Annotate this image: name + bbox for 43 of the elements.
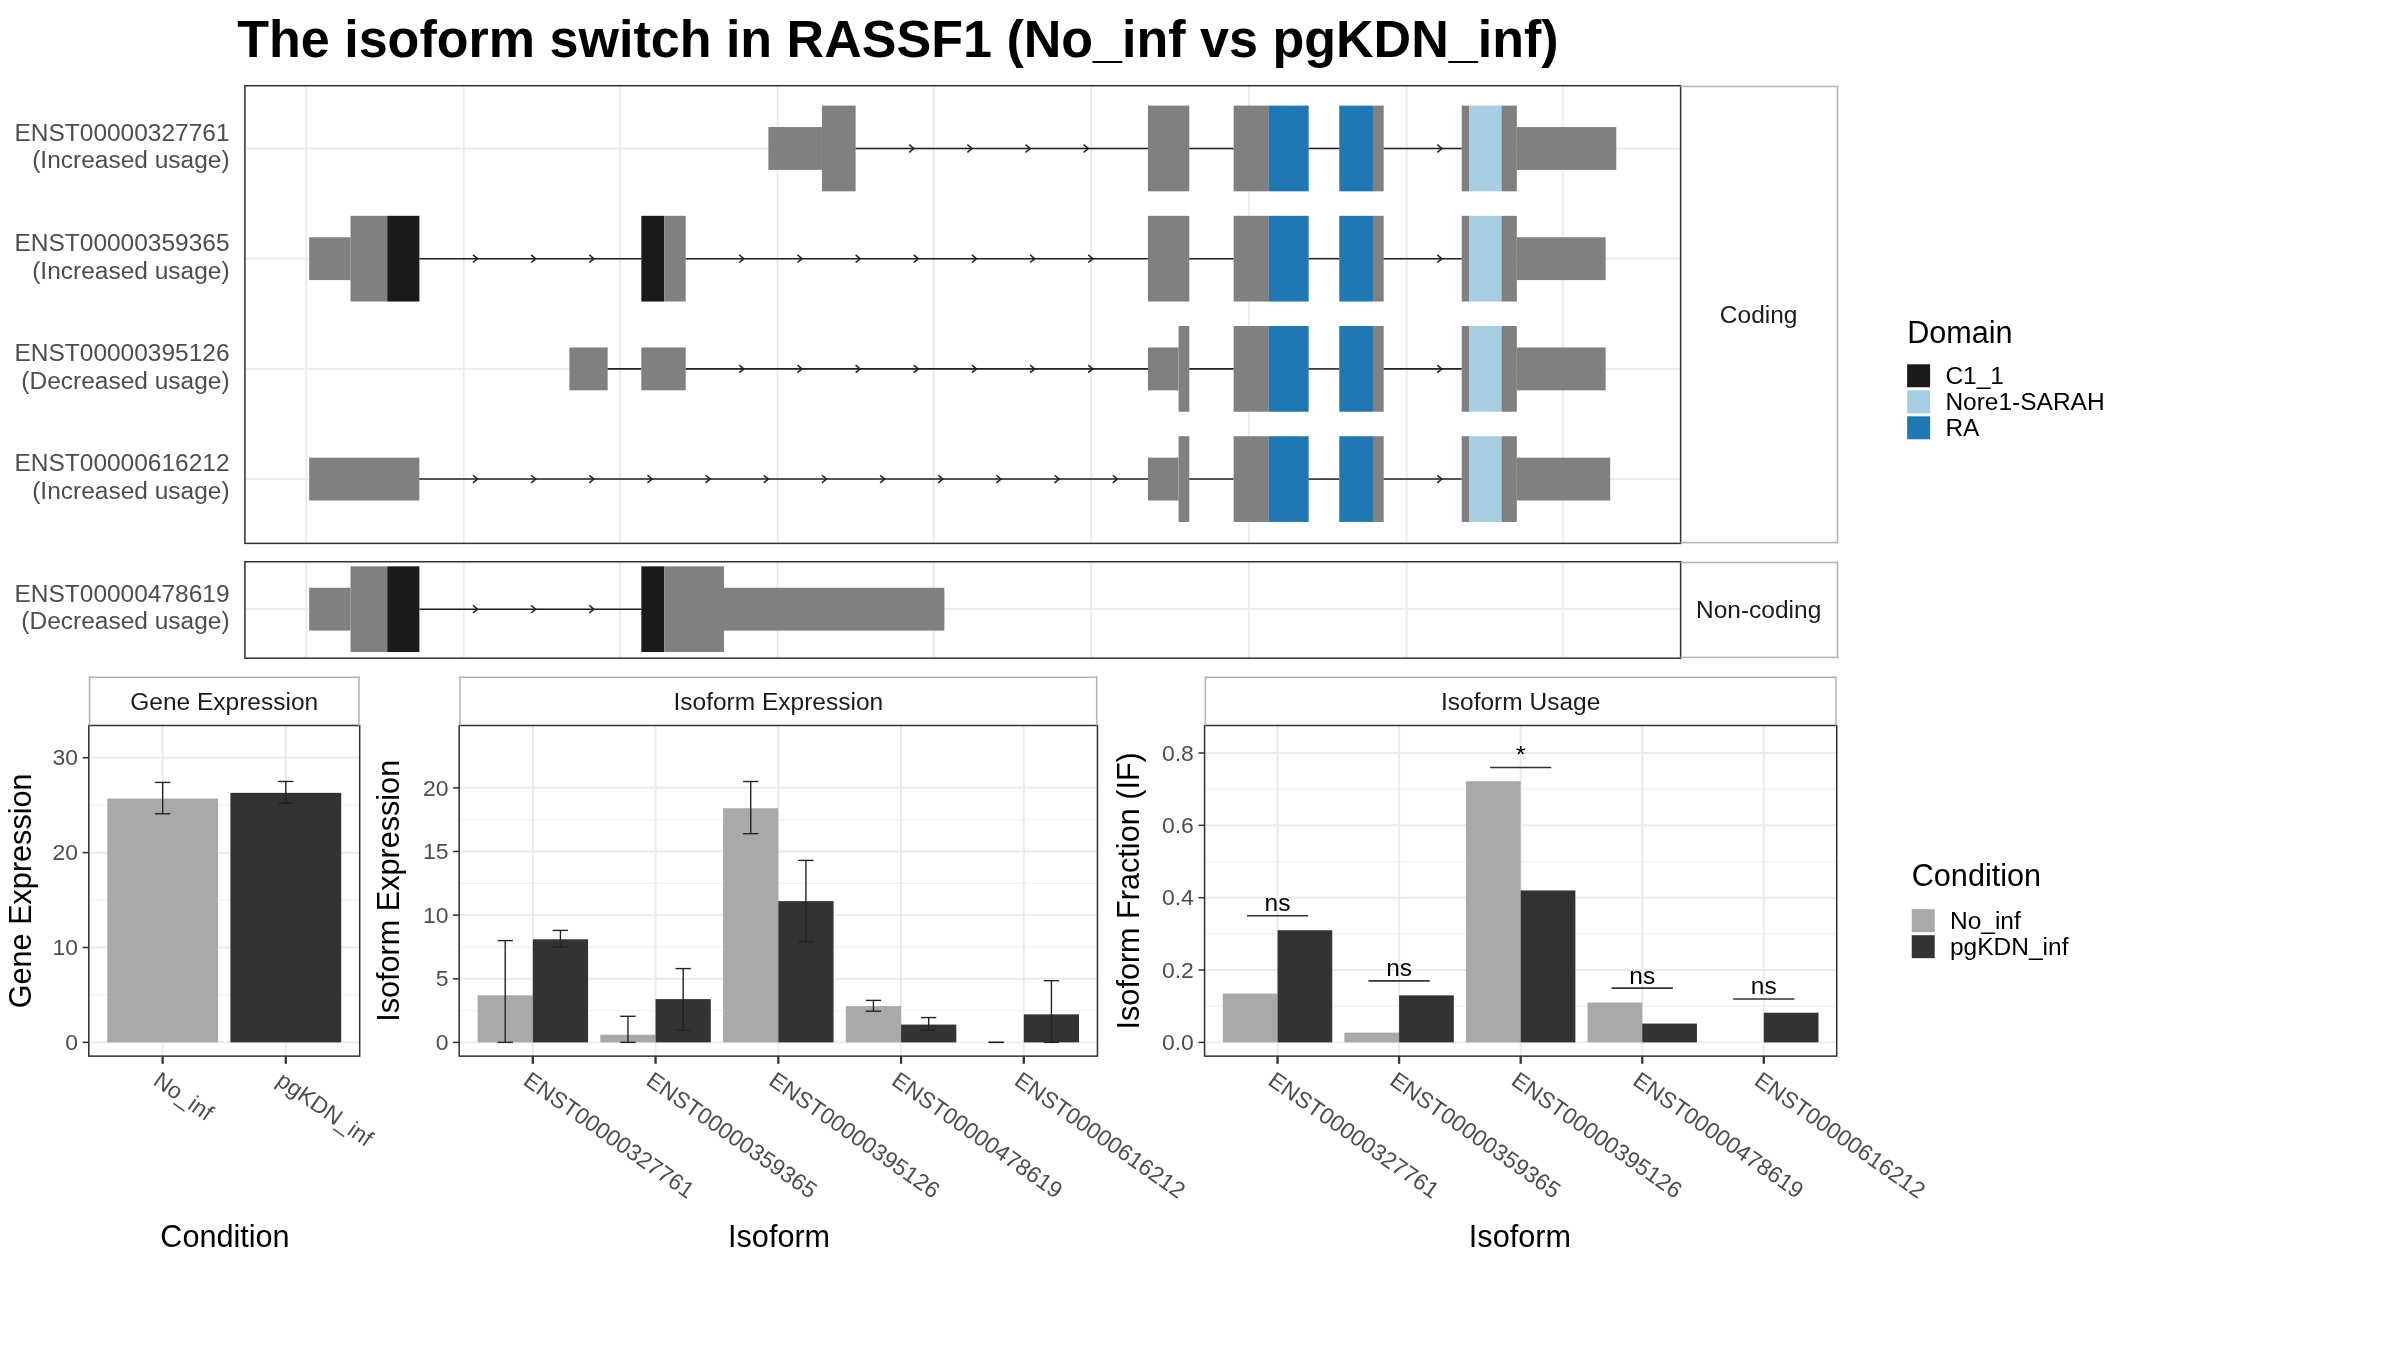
- axis-tick-label: 15: [422, 838, 449, 865]
- axis-title: Condition: [159, 1219, 291, 1256]
- legend-title: Domain: [1907, 315, 2013, 351]
- panel-title: Isoform Usage: [1204, 676, 1837, 726]
- significance-label: ns: [1629, 961, 1656, 989]
- axis-tick-label: 0: [435, 1029, 449, 1056]
- axis-tick-label: 30: [52, 744, 79, 771]
- axis-tick-label: 0.2: [1162, 956, 1194, 983]
- axis-title: Isoform: [1467, 1219, 1572, 1256]
- transcript-label: ENST00000478619 (Decreased usage): [13, 580, 230, 636]
- axis-tick-label: 0: [65, 1029, 79, 1055]
- axis-tick-label: 10: [52, 934, 79, 961]
- legend-label: C1_1: [1945, 362, 2004, 389]
- transcript-label: ENST00000359365 (Increased usage): [13, 229, 230, 285]
- legend-label: pgKDN_inf: [1950, 933, 2069, 960]
- legend-label: No_inf: [1950, 907, 2021, 934]
- axis-title: Gene Expression: [3, 772, 39, 1011]
- axis-tick-label: 0.0: [1162, 1029, 1194, 1056]
- axis-tick-label: 20: [52, 839, 79, 866]
- axis-tick-label: 20: [422, 774, 449, 801]
- axis-tick-label: 0.4: [1162, 884, 1194, 911]
- panel-title: Gene Expression: [88, 676, 360, 726]
- axis-title: Isoform: [727, 1219, 832, 1256]
- facet-label: Coding: [1680, 85, 1839, 544]
- chart-title: The isoform switch in RASSF1 (No_inf vs pgKDN_inf): [237, 9, 1559, 69]
- legend-label: RA: [1945, 414, 1980, 441]
- transcript-label: ENST00000616212 (Increased usage): [13, 450, 230, 506]
- transcript-label: ENST00000395126 (Decreased usage): [13, 339, 230, 395]
- axis-tick-label: 0.8: [1162, 739, 1194, 766]
- axis-title: Isoform Fraction (IF): [1111, 751, 1147, 1032]
- axis-tick-label: 5: [435, 965, 449, 992]
- significance-label: *: [1515, 740, 1526, 768]
- panel-title: Isoform Expression: [459, 676, 1098, 726]
- legend-title: Condition: [1911, 858, 2042, 894]
- significance-label: ns: [1264, 889, 1291, 917]
- significance-label: ns: [1386, 954, 1412, 982]
- transcript-label: ENST00000327761 (Increased usage): [13, 119, 230, 175]
- legend-label: Nore1-SARAH: [1945, 388, 2105, 415]
- axis-tick-label: 10: [422, 901, 449, 928]
- axis-title: Isoform Expression: [371, 758, 407, 1024]
- facet-label: Non-coding: [1680, 561, 1839, 659]
- significance-label: ns: [1750, 972, 1777, 1000]
- axis-tick-label: 0.6: [1162, 812, 1194, 838]
